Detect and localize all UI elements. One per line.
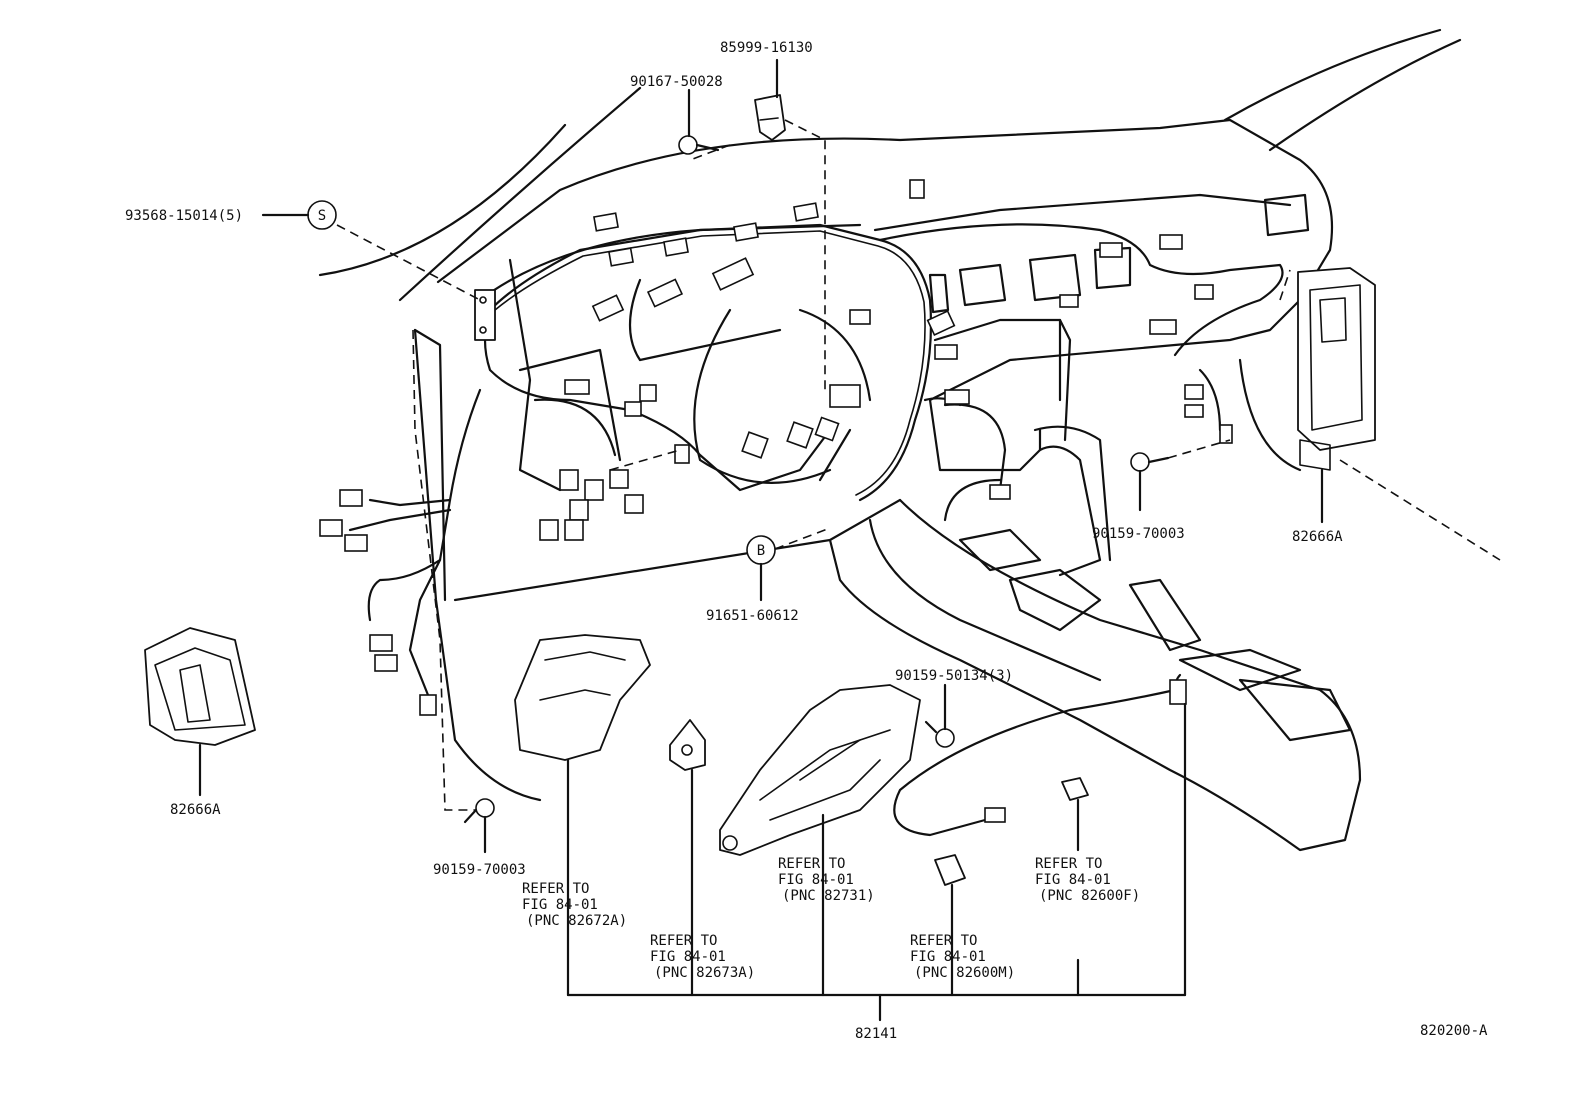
refer-pnc: (PNC 82600F) bbox=[1039, 888, 1140, 904]
refer-pnc: (PNC 82672A) bbox=[526, 913, 627, 929]
bolt-90159-right bbox=[1130, 452, 1170, 512]
connector-82600f bbox=[1061, 777, 1089, 852]
refer-line: REFER TO bbox=[1035, 856, 1102, 872]
dashboard-outline bbox=[318, 28, 1462, 852]
harness-clip bbox=[474, 289, 496, 341]
label-90159-70003-left: 90159-70003 bbox=[433, 862, 526, 878]
label-90159-70003-right: 90159-70003 bbox=[1092, 526, 1185, 542]
label-90167-50028: 90167-50028 bbox=[630, 74, 723, 90]
refer-note-82600f: REFER TO FIG 84-01 (PNC 82600F) bbox=[1035, 856, 1140, 904]
junction-block-82731 bbox=[719, 684, 921, 997]
refer-note-82673a: REFER TO FIG 84-01 (PNC 82673A) bbox=[650, 933, 755, 981]
label-91651-60612: 91651-60612 bbox=[706, 608, 799, 624]
label-90159-50134: 90159-50134(3) bbox=[895, 668, 1013, 684]
wire-harness bbox=[348, 223, 1284, 837]
diagram-code: 820200-A bbox=[1420, 1023, 1488, 1039]
refer-fig: FIG 84-01 bbox=[522, 897, 598, 913]
relay-block-left bbox=[144, 627, 256, 797]
refer-fig: FIG 84-01 bbox=[1035, 872, 1111, 888]
refer-note-82600m: REFER TO FIG 84-01 (PNC 82600M) bbox=[910, 933, 1015, 981]
relay-block-right bbox=[1297, 267, 1376, 524]
refer-line: REFER TO bbox=[650, 933, 717, 949]
symbol-b: B bbox=[746, 535, 776, 602]
bracket-82141 bbox=[566, 702, 1187, 1022]
refer-note-82731: REFER TO FIG 84-01 (PNC 82731) bbox=[778, 856, 875, 904]
refer-fig: FIG 84-01 bbox=[650, 949, 726, 965]
refer-pnc: (PNC 82731) bbox=[782, 888, 875, 904]
refer-line: REFER TO bbox=[910, 933, 977, 949]
symbol-b-text: B bbox=[757, 543, 765, 559]
label-82141: 82141 bbox=[855, 1026, 897, 1042]
refer-line: REFER TO bbox=[522, 881, 589, 897]
harness-connectors bbox=[319, 179, 1233, 823]
label-85999-16130: 85999-16130 bbox=[720, 40, 813, 56]
label-93568-15014: 93568-15014(5) bbox=[125, 208, 243, 224]
refer-pnc: (PNC 82600M) bbox=[914, 965, 1015, 981]
refer-fig: FIG 84-01 bbox=[778, 872, 854, 888]
refer-line: REFER TO bbox=[778, 856, 845, 872]
symbol-s-text: S bbox=[318, 208, 326, 224]
bolt-90159-left bbox=[463, 798, 495, 854]
bracket-82673a bbox=[669, 719, 706, 997]
label-82666a-left: 82666A bbox=[170, 802, 221, 818]
refer-fig: FIG 84-01 bbox=[910, 949, 986, 965]
connector-82600m bbox=[934, 854, 966, 997]
label-82666a-right: 82666A bbox=[1292, 529, 1343, 545]
refer-pnc: (PNC 82673A) bbox=[654, 965, 755, 981]
clip-85999 bbox=[754, 58, 786, 141]
symbol-s: S bbox=[261, 200, 337, 230]
harness-piece-82672a bbox=[514, 634, 651, 997]
dashed-leaders bbox=[336, 119, 1501, 811]
screw-90159-50134 bbox=[924, 683, 955, 748]
bolt-90167 bbox=[678, 88, 720, 155]
part-labels: 85999-16130 90167-50028 93568-15014(5) 9… bbox=[125, 40, 1488, 1042]
refer-note-82672a: REFER TO FIG 84-01 (PNC 82672A) bbox=[522, 881, 627, 929]
